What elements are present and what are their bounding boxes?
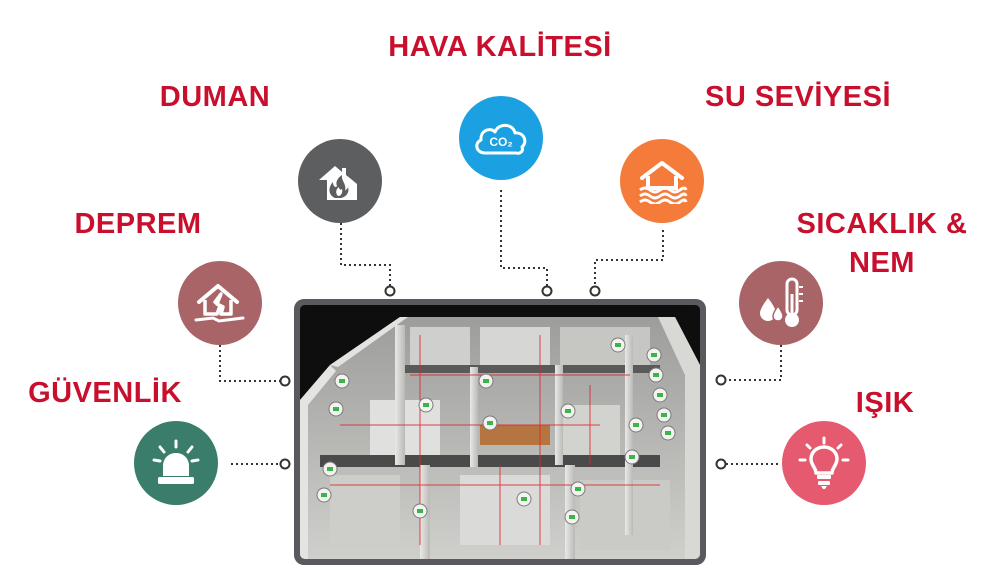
label-hava-kalitesi: HAVA KALİTESİ xyxy=(388,31,612,63)
smoke-fire-house-icon xyxy=(298,139,382,223)
label-sicaklik-line1: SICAKLIK & xyxy=(796,208,968,240)
earthquake-house-icon xyxy=(178,261,262,345)
connector-dot xyxy=(384,285,396,297)
label-su-seviyesi: SU SEVİYESİ xyxy=(704,81,891,113)
connector-dot xyxy=(589,285,601,297)
connector-dot xyxy=(715,374,727,386)
thermometer-humidity-icon xyxy=(739,261,823,345)
flood-house-icon xyxy=(620,139,704,223)
light-bulb-icon xyxy=(782,421,866,505)
label-isik: IŞIK xyxy=(855,387,915,419)
label-guvenlik: GÜVENLİK xyxy=(28,377,182,409)
connector-dot xyxy=(279,458,291,470)
connector-dot xyxy=(715,458,727,470)
label-duman: DUMAN xyxy=(159,81,271,113)
co2-cloud-icon: CO₂ xyxy=(459,96,543,180)
building-floorplan xyxy=(300,305,700,559)
svg-text:CO₂: CO₂ xyxy=(489,135,512,149)
label-sicaklik-line2: NEM xyxy=(849,247,915,279)
building-monitor-frame xyxy=(294,299,706,565)
alarm-siren-icon xyxy=(134,421,218,505)
label-deprem: DEPREM xyxy=(74,208,202,240)
connector-dot xyxy=(279,375,291,387)
connector-dot xyxy=(541,285,553,297)
